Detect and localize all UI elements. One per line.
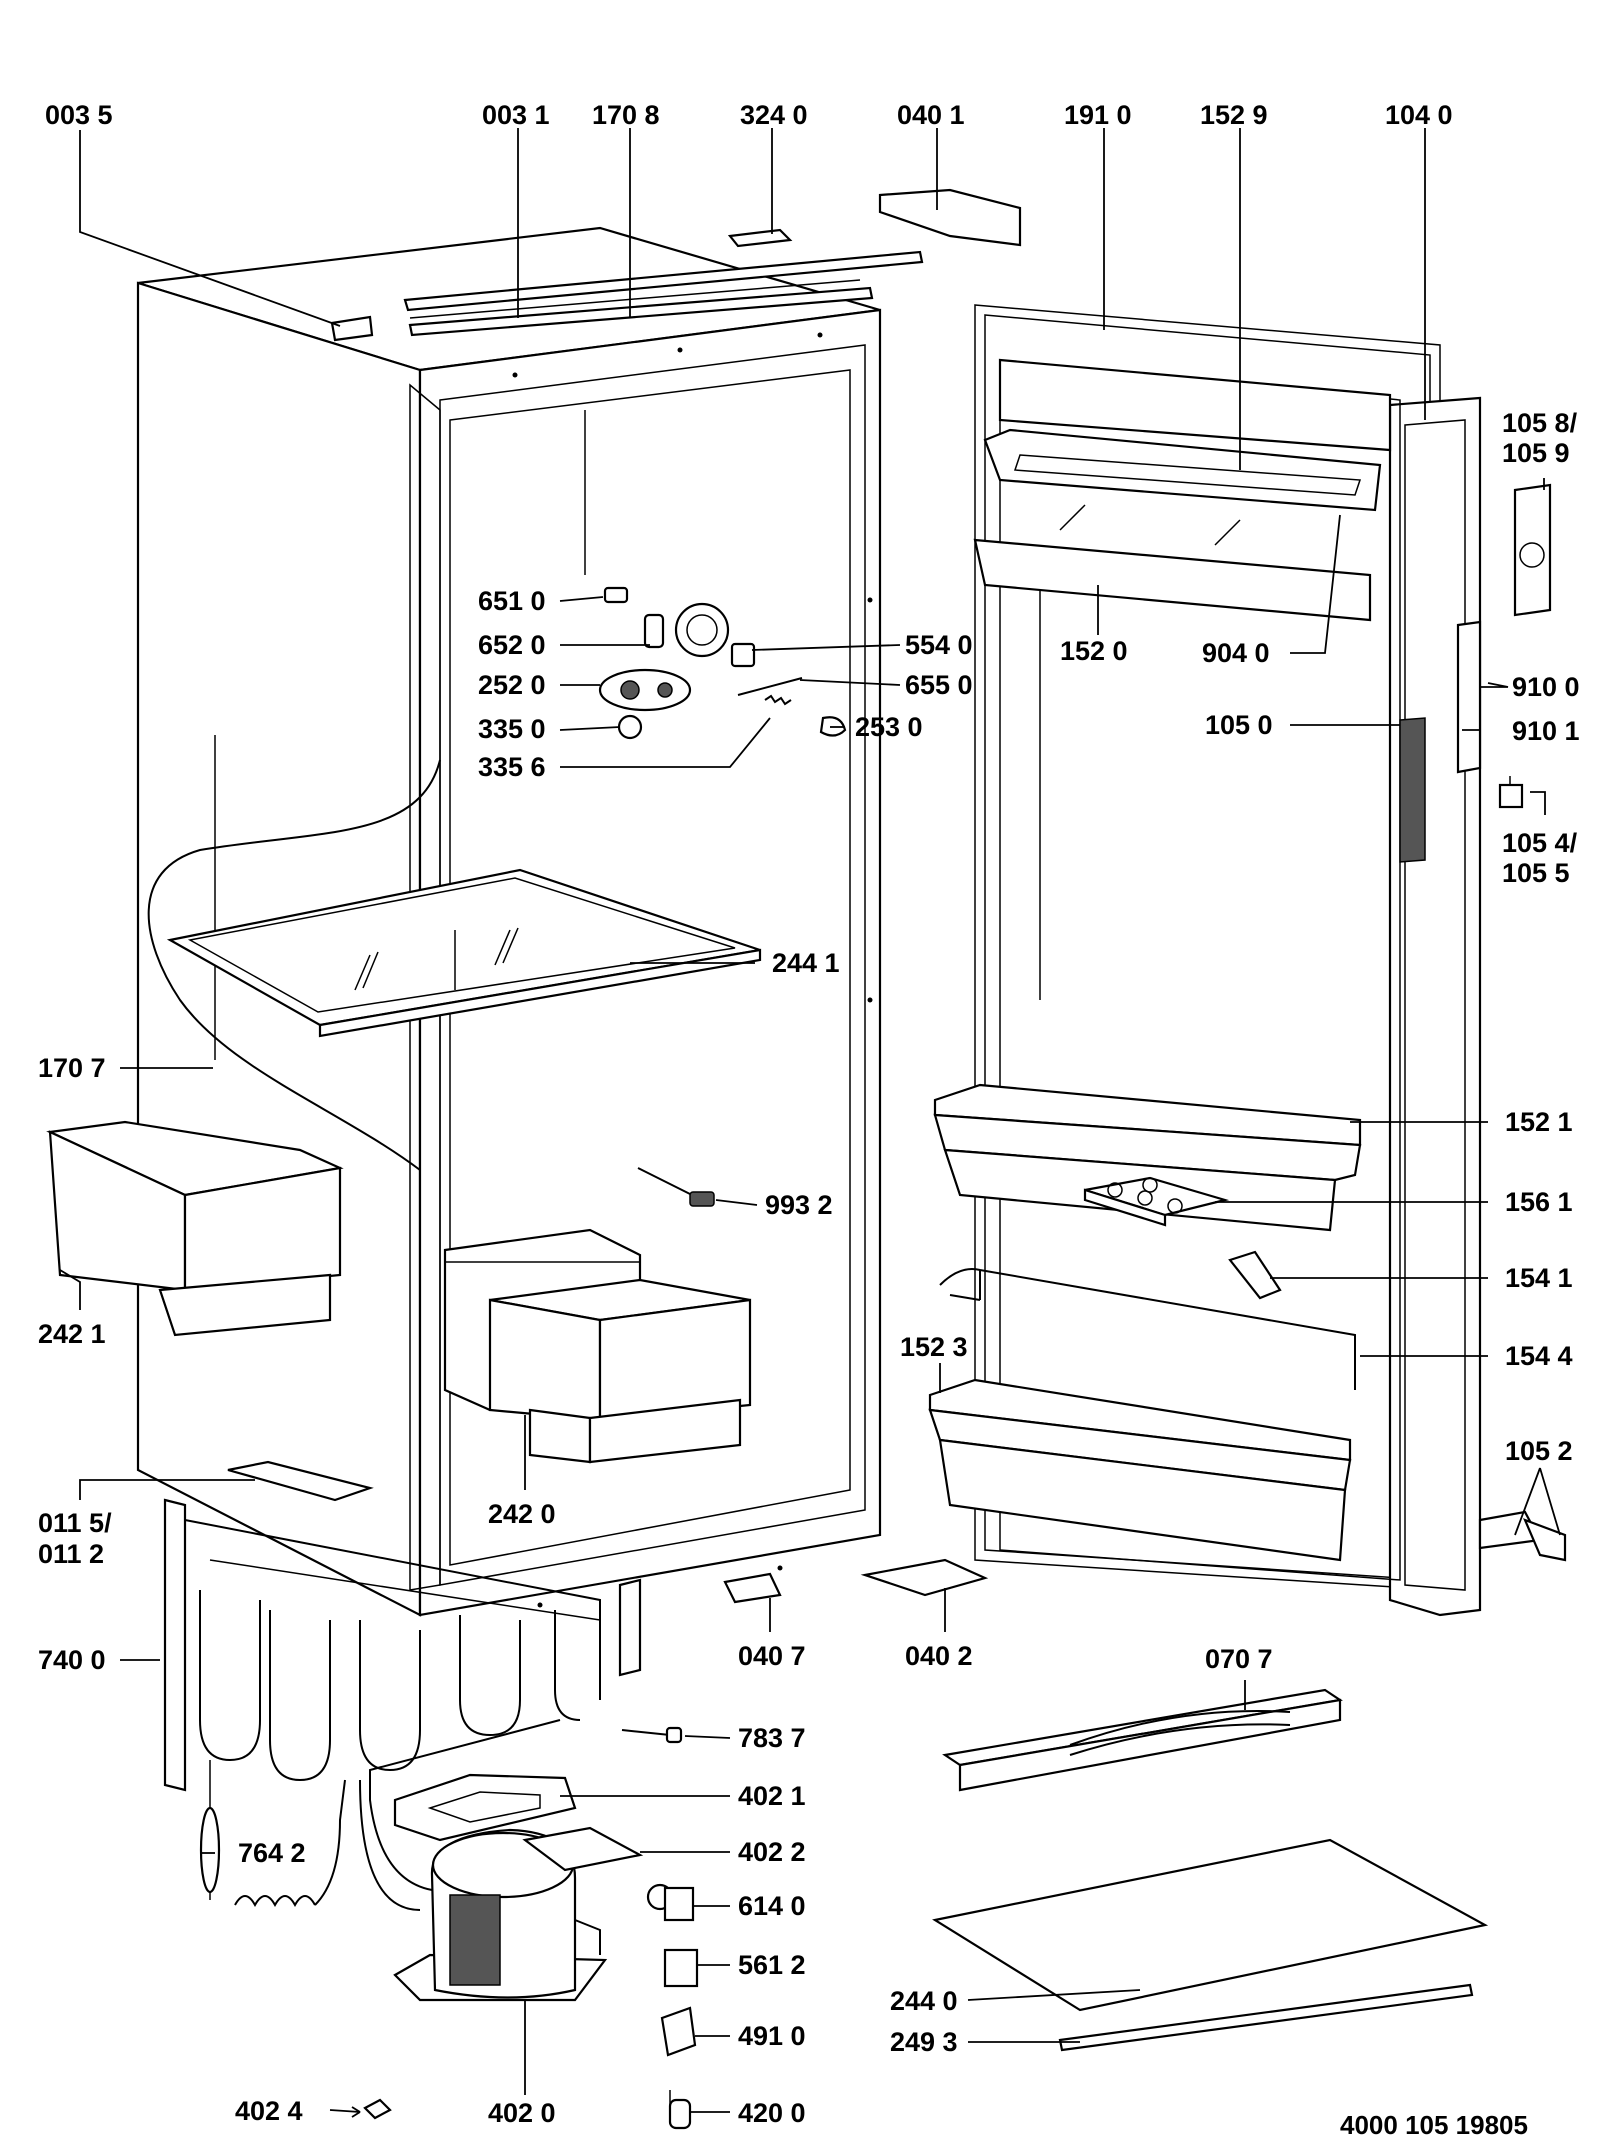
part-491-0 (660, 2006, 697, 2057)
label-154-4: 154 4 (1505, 1341, 1573, 1371)
condenser-740-0 (163, 1498, 642, 1792)
bracket-040-7 (723, 1572, 782, 1604)
label-910-0: 910 0 (1512, 672, 1580, 702)
part-783-7 (621, 1726, 683, 1744)
clip-154-1 (1228, 1250, 1282, 1300)
leader-lines (59, 128, 1561, 2118)
label-070-7: 070 7 (1205, 1644, 1273, 1674)
label-910-1: 910 1 (1512, 716, 1580, 746)
cutaway-edge (147, 759, 441, 1171)
part-labels: 003 5 003 1 170 8 324 0 040 1 191 0 152 … (38, 100, 1580, 2140)
label-105-4: 105 4/ (1502, 828, 1578, 858)
label-491-0: 491 0 (738, 2021, 806, 2051)
rail-154-4 (939, 1268, 1356, 1390)
label-242-0: 242 0 (488, 1499, 556, 1529)
label-764-2: 764 2 (238, 1838, 306, 1868)
label-011-2: 011 2 (38, 1539, 104, 1569)
label-402-0: 402 0 (488, 2098, 556, 2128)
label-244-0: 244 0 (890, 1986, 958, 2016)
profile-249-3 (1058, 1983, 1474, 2052)
label-652-0: 652 0 (478, 630, 546, 660)
label-554-0: 554 0 (905, 630, 973, 660)
door-shelf-152-9 (973, 358, 1392, 622)
door-panel-104-0 (1388, 396, 1482, 1617)
clip-003-5 (330, 315, 374, 342)
crisper-drawer-242-0 (443, 1228, 752, 1464)
label-242-1: 242 1 (38, 1319, 106, 1349)
label-152-3: 152 3 (900, 1332, 968, 1362)
label-152-0: 152 0 (1060, 636, 1128, 666)
label-105-5: 105 5 (1502, 858, 1570, 888)
door-stop-105-0 (1399, 717, 1426, 863)
part-402-1 (393, 1773, 577, 1842)
label-156-1: 156 1 (1505, 1187, 1573, 1217)
label-402-1: 402 1 (738, 1781, 806, 1811)
label-105-2: 105 2 (1505, 1436, 1573, 1466)
label-783-7: 783 7 (738, 1723, 806, 1753)
label-253-0: 253 0 (855, 712, 923, 742)
part-402-2 (522, 1826, 644, 1872)
label-402-4: 402 4 (235, 2096, 303, 2126)
part-105-4 (1498, 776, 1524, 809)
part-402-4 (363, 2098, 392, 2120)
label-040-1: 040 1 (897, 100, 965, 130)
crisper-drawer-242-1 (46, 1120, 344, 1337)
label-154-1: 154 1 (1505, 1263, 1573, 1293)
rail-154-4-end (949, 1270, 981, 1301)
part-614-0 (646, 1883, 695, 1922)
capillary-764-2 (199, 1760, 346, 1908)
label-614-0: 614 0 (738, 1891, 806, 1921)
label-105-8: 105 8/ (1502, 408, 1578, 438)
label-104-0: 104 0 (1385, 100, 1453, 130)
label-335-0: 335 0 (478, 714, 546, 744)
label-904-0: 904 0 (1202, 638, 1270, 668)
label-105-0: 105 0 (1205, 710, 1273, 740)
label-651-0: 651 0 (478, 586, 546, 616)
label-003-5: 003 5 (45, 100, 113, 130)
egg-tray-156-1 (1083, 1176, 1230, 1227)
bracket-011-5 (227, 1460, 374, 1502)
hinge-040-2 (860, 1558, 989, 1597)
top-rail-assembly (403, 250, 924, 337)
bracket-324-0 (727, 228, 793, 248)
part-420-0 (668, 2090, 692, 2130)
hinge-910 (1456, 620, 1482, 774)
glass-plate-244-0 (932, 1838, 1489, 2012)
label-252-0: 252 0 (478, 670, 546, 700)
label-170-7: 170 7 (38, 1053, 106, 1083)
label-191-0: 191 0 (1064, 100, 1132, 130)
label-324-0: 324 0 (740, 100, 808, 130)
label-003-1: 003 1 (482, 100, 550, 130)
label-993-2: 993 2 (765, 1190, 833, 1220)
label-152-9: 152 9 (1200, 100, 1268, 130)
label-105-9: 105 9 (1502, 438, 1570, 468)
label-011-5: 011 5/ (38, 1508, 112, 1538)
label-040-7: 040 7 (738, 1641, 806, 1671)
lamp-993-2 (637, 1167, 715, 1207)
label-402-2: 402 2 (738, 1837, 806, 1867)
plinth-070-7 (942, 1688, 1343, 1792)
document-number: 4000 105 19805 (1340, 2110, 1528, 2140)
label-655-0: 655 0 (905, 670, 973, 700)
label-740-0: 740 0 (38, 1645, 106, 1675)
label-420-0: 420 0 (738, 2098, 806, 2128)
bottle-shelf-152-3 (928, 1378, 1352, 1562)
label-152-1: 152 1 (1505, 1107, 1573, 1137)
label-249-3: 249 3 (890, 2027, 958, 2057)
hinge-105-2 (1478, 1510, 1567, 1562)
label-040-2: 040 2 (905, 1641, 973, 1671)
label-244-1: 244 1 (772, 948, 840, 978)
label-335-6: 335 6 (478, 752, 546, 782)
part-561-2 (663, 1948, 699, 1988)
glass-shelf-244-1 (166, 868, 762, 1038)
hinge-105-8 (1513, 483, 1552, 617)
hinge-040-1 (878, 188, 1022, 247)
label-561-2: 561 2 (738, 1950, 806, 1980)
label-170-8: 170 8 (592, 100, 660, 130)
thermostat-assembly (584, 410, 847, 740)
